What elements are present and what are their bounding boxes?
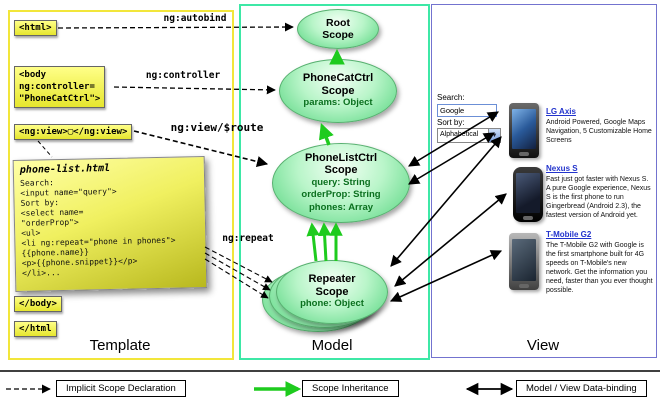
- phonelistctrl-scope-prop-query: query: String: [311, 177, 371, 189]
- note-title: phone-list.html: [19, 162, 111, 176]
- ng-controller-label: ng:controller: [145, 70, 221, 81]
- template-column-frame: [8, 10, 234, 360]
- phone-link-lg-axis[interactable]: LG Axis: [546, 107, 576, 116]
- legend-model-view-databinding: Model / View Data-binding: [516, 380, 647, 397]
- phonecatctrl-scope-ellipse: PhoneCatCtrl Scope params: Object: [279, 59, 397, 123]
- legend-implicit-scope: Implicit Scope Declaration: [56, 380, 186, 397]
- html-open-tag: <html>: [14, 20, 57, 36]
- root-scope-ellipse: Root Scope: [297, 9, 379, 49]
- search-input[interactable]: [437, 104, 497, 117]
- ng-view-route-label: ng:view/$route: [170, 121, 264, 134]
- body-close-tag: </body>: [14, 296, 62, 312]
- phonecatctrl-scope-title: PhoneCatCtrl Scope: [302, 72, 374, 97]
- phone-image-tmobile-g2: [509, 233, 539, 290]
- phone-key: [519, 152, 529, 156]
- phone-screen: [512, 109, 536, 149]
- phone-list-template-note: phone-list.html Search: <input name="que…: [12, 156, 208, 292]
- ng-repeat-label: ng:repeat: [222, 233, 274, 244]
- body-open-tag: <body ng:controller= "PhoneCatCtrl">: [14, 66, 106, 109]
- phone-image-lg-axis: [509, 103, 539, 158]
- phone-link-nexus-s[interactable]: Nexus S: [546, 164, 578, 173]
- repeater-scope-prop: phone: Object: [300, 298, 364, 310]
- ng-autobind-label: ng:autobind: [163, 13, 227, 24]
- phone-screen: [516, 173, 540, 213]
- phone-link-tmobile-g2[interactable]: T-Mobile G2: [546, 230, 592, 239]
- phone-key: [519, 284, 529, 288]
- phone-desc-nexus-s: Fast just got faster with Nexus S. A pur…: [546, 176, 651, 220]
- sort-label: Sort by:: [437, 118, 465, 127]
- legend-scope-inheritance: Scope Inheritance: [302, 380, 399, 397]
- repeater-scope-ellipse: Repeater Scope phone: Object: [276, 260, 388, 324]
- search-label: Search:: [437, 93, 465, 102]
- phone-desc-tmobile-g2: The T-Mobile G2 with Google is the first…: [546, 242, 653, 295]
- sort-select-value: Alphabetical: [440, 131, 479, 138]
- phonelistctrl-scope-prop-orderprop: orderProp: String: [301, 189, 381, 201]
- template-label: Template: [89, 337, 151, 354]
- view-label: View: [526, 337, 560, 354]
- phone-key: [523, 216, 533, 220]
- phonecatctrl-scope-prop: params: Object: [303, 97, 373, 109]
- ng-view-tag: <ng:view>▢</ng:view>: [14, 124, 133, 140]
- phone-screen: [512, 239, 536, 281]
- phonelistctrl-scope-title: PhoneListCtrl Scope: [304, 151, 378, 177]
- phonelistctrl-scope-prop-phones: phones: Array: [308, 201, 374, 213]
- repeater-scope-title: Repeater Scope: [308, 273, 356, 298]
- html-close-tag: </html: [14, 321, 57, 337]
- phone-desc-lg-axis: Android Powered, Google Maps Navigation,…: [546, 119, 652, 145]
- root-scope-title: Root Scope: [322, 16, 354, 41]
- sort-select[interactable]: Alphabetical ▼: [437, 128, 501, 143]
- phonelistctrl-scope-ellipse: PhoneListCtrl Scope query: String orderP…: [272, 143, 410, 223]
- model-label: Model: [311, 337, 353, 354]
- phone-image-nexus-s: [513, 167, 543, 222]
- dropdown-arrow-icon[interactable]: ▼: [488, 129, 500, 142]
